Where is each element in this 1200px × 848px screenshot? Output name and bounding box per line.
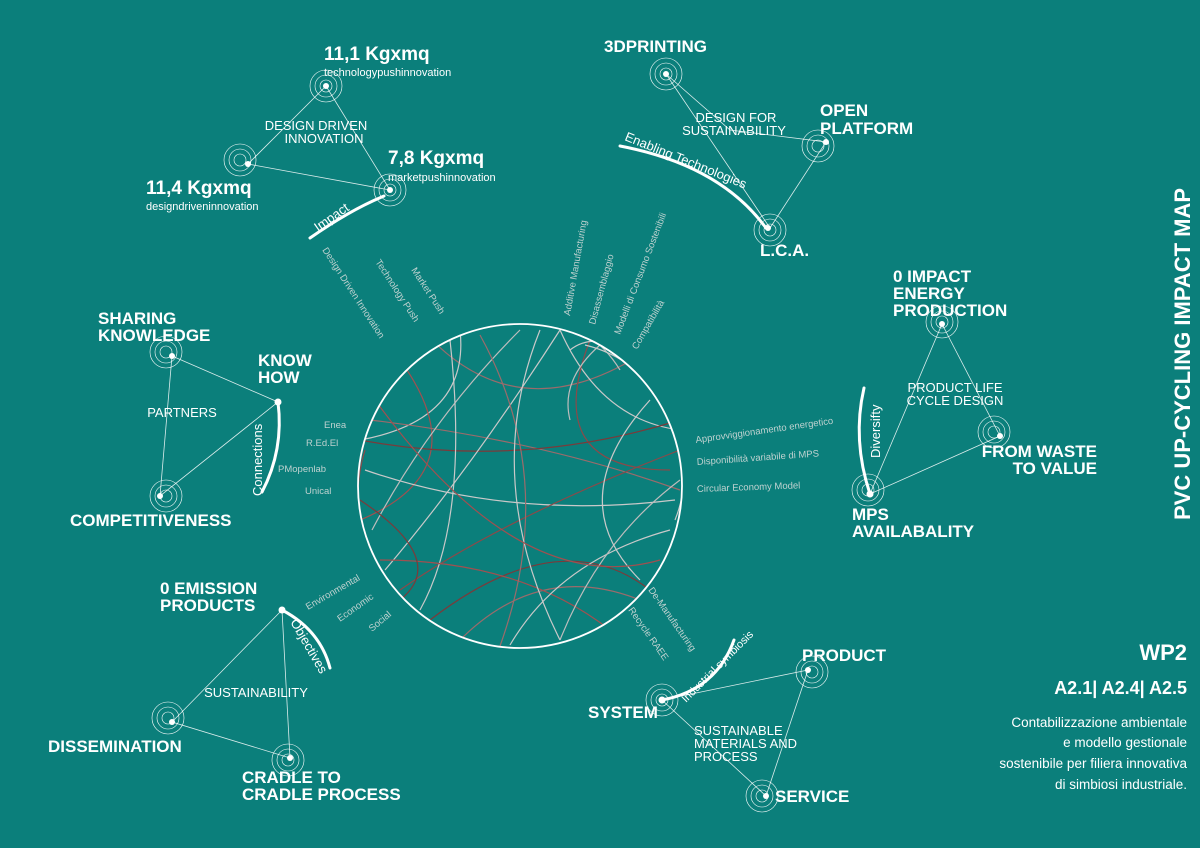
diversity-hub-line1: PRODUCT LIFE	[907, 380, 1002, 395]
spoke-redel: R.Ed.El	[306, 438, 338, 449]
wp-block: WP2 A2.1| A2.4| A2.5 Contabilizzazione a…	[999, 640, 1187, 792]
symbiosis-cluster: Industrial symbiosis SUSTAINABLE MATERIA…	[588, 628, 887, 813]
spoke-disassemblaggio: Disassemblaggio	[587, 253, 616, 326]
diversity-arc-label: Diversifty	[868, 404, 883, 458]
diversity-node-mps-line1: MPS	[852, 505, 889, 524]
wp-desc-line2: e modello gestionale	[1063, 735, 1187, 750]
enabling-node-open-line2: PLATFORM	[820, 119, 913, 138]
enabling-hub-line2: SUSTAINABILITY	[682, 123, 786, 138]
impact-node-value-2: 7,8 Kgxmq	[388, 148, 484, 169]
node-ring	[151, 701, 185, 735]
enabling-node-open-line1: OPEN	[820, 101, 868, 120]
diversity-node-impact-line2: ENERGY	[893, 284, 965, 303]
diversity-cluster: Diversifty PRODUCT LIFE CYCLE DESIGN 0 I…	[851, 267, 1097, 541]
node-ring	[373, 173, 407, 207]
diversity-node-waste-line2: TO VALUE	[1013, 459, 1097, 478]
enabling-node-lca: L.C.A.	[760, 241, 809, 260]
enabling-arc-label: Enabling Technologies	[623, 129, 749, 192]
node-ring	[801, 129, 835, 163]
impact-arc-label: Impact	[311, 200, 352, 235]
node-ring	[745, 779, 779, 813]
connections-arc-label: Connections	[250, 423, 265, 496]
wp-activities: A2.1| A2.4| A2.5	[1054, 678, 1187, 698]
objectives-node-cradle-line1: CRADLE TO	[242, 768, 341, 787]
objectives-node-cradle-line2: CRADLE PROCESS	[242, 785, 401, 804]
symbiosis-hub-line1: SUSTAINABLE	[694, 723, 783, 738]
enabling-cluster: Enabling Technologies DESIGN FOR SUSTAIN…	[604, 37, 913, 260]
page-title: PVC UP-CYCLING IMPACT MAP	[1170, 188, 1195, 520]
symbiosis-node-product: PRODUCT	[802, 646, 887, 665]
objectives-hub: SUSTAINABILITY	[204, 685, 308, 700]
spoke-disponibilita: Disponibilità variabile di MPS	[696, 448, 819, 468]
connections-node-competitiveness: COMPETITIVENESS	[70, 511, 232, 530]
enabling-node-3dprinting: 3DPRINTING	[604, 37, 707, 56]
connections-node-sharing-line1: SHARING	[98, 309, 176, 328]
spoke-approvvigionamento: Approvviggionamento energetico	[695, 416, 834, 446]
spoke-unical: Unical	[305, 486, 331, 497]
impact-node-sub-2: marketpushinnovation	[388, 172, 496, 184]
node-ring	[223, 143, 257, 177]
spoke-circular: Circular Economy Model	[697, 480, 801, 495]
objectives-node-dissemination: DISSEMINATION	[48, 737, 182, 756]
impact-cluster: Impact DESIGN DRIVEN INNOVATION 11,1 Kgx…	[146, 44, 496, 240]
node-ring	[753, 213, 787, 247]
spoke-social: Social	[367, 609, 394, 634]
diversity-node-impact-line3: PRODUCTION	[893, 301, 1007, 320]
enabling-hub-line1: DESIGN FOR	[696, 110, 777, 125]
objectives-node-emission-line2: PRODUCTS	[160, 596, 255, 615]
spoke-labels: Design Driven Innovation Technology Push…	[278, 211, 834, 662]
node-ring	[149, 335, 183, 369]
symbiosis-node-system: SYSTEM	[588, 703, 658, 722]
connections-hub: PARTNERS	[147, 405, 217, 420]
wp-desc-line4: di simbiosi industriale.	[1055, 777, 1187, 792]
spoke-modelli: Modelli di Consumo Sostenibili	[613, 211, 670, 336]
diversity-node-waste-line1: FROM WASTE	[982, 442, 1097, 461]
symbiosis-hub-line2: MATERIALS AND	[694, 736, 797, 751]
node-ring	[925, 305, 959, 339]
node-ring	[309, 69, 343, 103]
spoke-economic: Economic	[335, 591, 376, 624]
impact-node-sub-3: designdriveninnovation	[146, 201, 259, 213]
connections-node-know-line1: KNOW	[258, 351, 313, 370]
impact-hub-line1: DESIGN DRIVEN	[265, 118, 368, 133]
wp-desc-line3: sostenibile per filiera innovativa	[999, 756, 1187, 771]
spoke-enea: Enea	[324, 420, 347, 431]
diversity-node-impact-line1: 0 IMPACT	[893, 267, 972, 286]
node-ring	[271, 743, 305, 777]
connections-node-know-line2: HOW	[258, 368, 301, 387]
spoke-pmopenlab: PMopenlab	[278, 464, 326, 475]
wp-desc-line1: Contabilizzazione ambientale	[1011, 715, 1187, 730]
symbiosis-node-service: SERVICE	[775, 787, 849, 806]
diversity-node-mps-line2: AVAILABALITY	[852, 522, 975, 541]
node-ring	[977, 415, 1011, 449]
spoke-compatibilita: Compatibilità	[630, 298, 667, 352]
impact-node-value-3: 11,4 Kgxmq	[146, 178, 252, 199]
impact-hub-line2: INNOVATION	[285, 131, 364, 146]
main-circle	[357, 323, 683, 649]
node-ring	[649, 57, 683, 91]
objectives-node-emission-line1: 0 EMISSION	[160, 579, 257, 598]
spoke-additive: Additive Manufacturing	[562, 219, 590, 316]
diversity-hub-line2: CYCLE DESIGN	[907, 393, 1004, 408]
impact-node-sub-1: technologypushinnovation	[324, 67, 451, 79]
node-ring	[149, 479, 183, 513]
objectives-arc-label: Objectives	[287, 616, 331, 676]
connections-cluster: Connections PARTNERS SHARING KNOWLEDGE K…	[70, 309, 313, 530]
impact-node-value-1: 11,1 Kgxmq	[324, 44, 430, 65]
wp-code: WP2	[1139, 640, 1187, 665]
symbiosis-hub-line3: PROCESS	[694, 749, 758, 764]
chord-diagram	[357, 323, 683, 649]
connections-node-sharing-line2: KNOWLEDGE	[98, 326, 210, 345]
